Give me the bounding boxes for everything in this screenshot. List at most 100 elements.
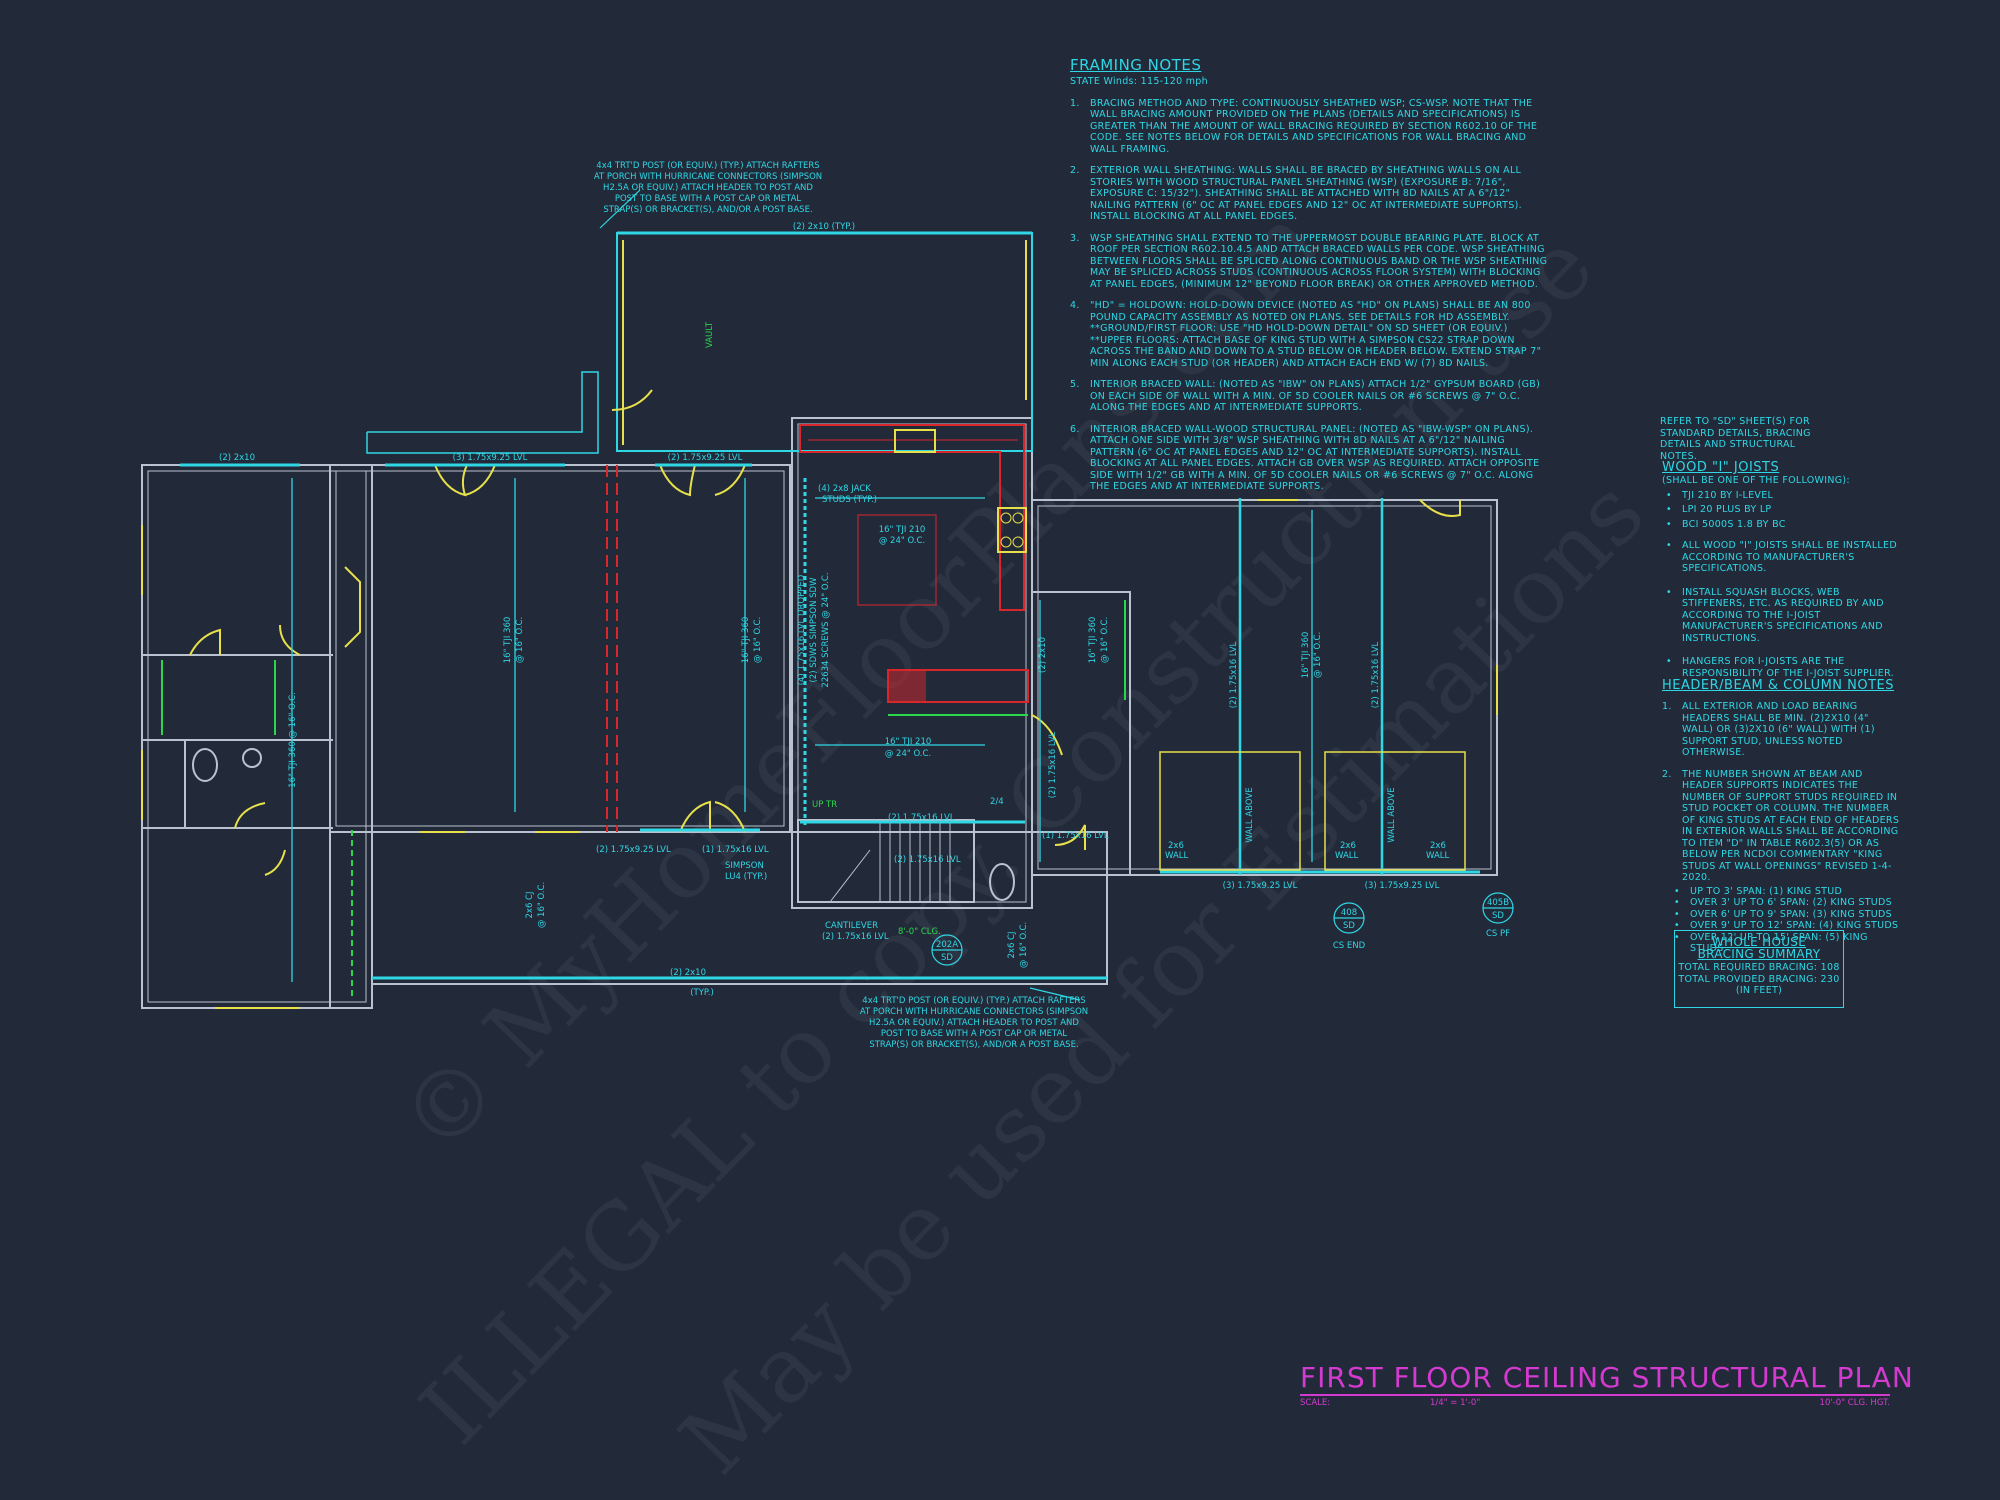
porch-post-note-top-4: POST TO BASE WITH A POST CAP OR METAL <box>615 194 802 204</box>
side-header-label: (2) 2x10 <box>1038 637 1048 673</box>
simpson-label-2: LU4 (TYP.) <box>725 872 767 882</box>
tji-living-label: 16" TJI 360 <box>503 617 513 664</box>
porch-post-note-bottom-5: STRAP(S) OR BRACKET(S), AND/OR A POST BA… <box>869 1040 1078 1050</box>
up-tr-label: UP TR <box>812 800 837 810</box>
lvl-label-2: (1) 1.75x16 LVL <box>702 845 769 855</box>
joist-note: HANGERS FOR I-JOISTS ARE THE RESPONSIBIL… <box>1662 656 1902 679</box>
porch-post-note-bottom-3: H2.5A OR EQUIV.) ATTACH HEADER TO POST A… <box>869 1018 1079 1028</box>
garage-beam-label-2: (2) 1.75x16 LVL <box>1371 641 1381 708</box>
bracing-unit: (IN FEET) <box>1735 985 1783 996</box>
cj-label-2: @ 16" O.C. <box>537 882 547 928</box>
header-label-dining: (2) 1.75x9.25 LVL <box>668 453 743 463</box>
tji-kitchen-label: 16" TJI 210 <box>879 525 926 535</box>
lvl-label-5: (1) 1.75x16 LVL <box>1042 831 1109 841</box>
lvl-label-3: (2) 1.75x16 LVL <box>888 813 955 823</box>
joist-type: TJI 210 BY I-LEVEL <box>1662 490 1902 502</box>
garage-header-label-2: (3) 1.75x9.25 LVL <box>1365 881 1440 891</box>
porch-post-note-top-5: STRAP(S) OR BRACKET(S), AND/OR A POST BA… <box>603 205 812 215</box>
cs-end-label: CS END <box>1333 941 1366 951</box>
header-label-left: (2) 2x10 <box>219 453 255 463</box>
framing-note: 2.EXTERIOR WALL SHEATHING: WALLS SHALL B… <box>1070 165 1522 222</box>
bracing-required: TOTAL REQUIRED BRACING: 108 <box>1678 962 1840 973</box>
jack-studs-label: (4) 2x8 JACK <box>818 484 871 494</box>
joist-note: ALL WOOD "I" JOISTS SHALL BE INSTALLED A… <box>1662 540 1902 575</box>
framing-note: 6.INTERIOR BRACED WALL-WOOD STRUCTURAL P… <box>1070 423 1540 493</box>
king-stud-item: OVER 12' UP TO 15' SPAN: (5) KING STUDS <box>1670 932 1902 955</box>
wood-joists-subtitle: (SHALL BE ONE OF THE FOLLOWING): <box>1662 475 1850 486</box>
header-notes-title: HEADER/BEAM & COLUMN NOTES <box>1662 678 1895 693</box>
tag-202a: 202A <box>936 940 958 950</box>
tji-dining-label: 16" TJI 360 <box>741 617 751 664</box>
framing-note: 1.BRACING METHOD AND TYPE: CONTINUOUSLY … <box>1070 97 1538 155</box>
header-note: 1.ALL EXTERIOR AND LOAD BEARING HEADERS … <box>1662 701 1875 758</box>
ceiling-8ft-label: 8'-0" CLG. <box>898 927 941 937</box>
wall-2x6-label-3: 2x6 <box>1430 841 1446 851</box>
garage-tji-label: 16" TJI 360 <box>1301 632 1311 679</box>
mud-tji-label: 16" TJI 360 <box>1088 617 1098 664</box>
bracing-summary-title-1: WHOLE HOUSE <box>1711 935 1807 949</box>
porch-post-note-top-1: 4x4 TRT'D POST (OR EQUIV.) (TYP.) ATTACH… <box>596 161 819 171</box>
simpson-label: SIMPSON <box>725 861 764 871</box>
tag-408-sd: SD <box>1343 921 1355 931</box>
cj-label-4: @ 16" O.C. <box>1019 922 1029 968</box>
bracing-provided: TOTAL PROVIDED BRACING: 230 <box>1678 973 1840 985</box>
porch-header-label: (2) 2x10 <box>670 968 706 978</box>
porch-post-note-top-3: H2.5A OR EQUIV.) ATTACH HEADER TO POST A… <box>603 183 813 193</box>
tji-hall-label: 16" TJI 210 <box>885 737 932 747</box>
joist-notes: ALL WOOD "I" JOISTS SHALL BE INSTALLED A… <box>1662 540 1902 679</box>
header-label-living: (3) 1.75x9.25 LVL <box>453 453 528 463</box>
tag-202a-sd: SD <box>941 953 953 963</box>
porch-post-note-bottom-4: POST TO BASE WITH A POST CAP OR METAL <box>881 1029 1068 1039</box>
num-24-label: 2/4 <box>990 797 1004 807</box>
joist-type: LPI 20 PLUS BY LP <box>1662 504 1902 516</box>
garage-beam-label-1: (2) 1.75x16 LVL <box>1229 641 1239 708</box>
lvl-label-4: (2) 1.75x16 LVL <box>894 855 961 865</box>
drawing-title: FIRST FLOOR CEILING STRUCTURAL PLAN <box>1300 1361 1914 1396</box>
garage-header-label-1: (3) 1.75x9.25 LVL <box>1223 881 1298 891</box>
framing-notes-subtitle: STATE Winds: 115-120 mph <box>1070 76 1208 87</box>
tag-405b-sd: SD <box>1492 911 1504 921</box>
tji-hall-label-2: @ 24" O.C. <box>885 749 931 759</box>
scale-label: SCALE: <box>1300 1398 1331 1408</box>
header-notes-list: 1.ALL EXTERIOR AND LOAD BEARING HEADERS … <box>1662 701 1902 884</box>
scale-value: 1/4" = 1'-0" <box>1430 1398 1481 1408</box>
main-body-wall <box>329 464 791 833</box>
wall-2x6-label-2: 2x6 <box>1340 841 1356 851</box>
joist-type: BCI 5000s 1.8 BY BC <box>1662 519 1902 531</box>
tji-living-label-2: @ 16" O.C. <box>515 617 525 663</box>
king-stud-item: OVER 3' UP TO 6' SPAN: (2) KING STUDS <box>1670 897 1902 909</box>
bracing-summary-title-2: BRACING SUMMARY <box>1697 946 1821 961</box>
tji-kitchen-label-2: @ 24" O.C. <box>879 536 925 546</box>
wood-joists-title: WOOD "I" JOISTS <box>1662 460 1780 475</box>
tag-408: 408 <box>1341 908 1357 918</box>
vault-label: VAULT <box>705 321 715 348</box>
cantilever-label-2: (2) 1.75x16 LVL <box>822 932 889 942</box>
ceiling-height: 10'-0" CLG. HGT. <box>1819 1398 1890 1408</box>
mud-tji-label-2: @ 16" O.C. <box>1100 617 1110 663</box>
porch-post-note-bottom-1: 4x4 TRT'D POST (OR EQUIV.) (TYP.) ATTACH… <box>862 996 1085 1006</box>
king-stud-list: UP TO 3' SPAN: (1) KING STUD OVER 3' UP … <box>1670 886 1902 955</box>
jack-studs-label-2: STUDS (TYP.) <box>822 495 877 505</box>
lvl-label-1: (2) 1.75x9.25 LVL <box>596 845 671 855</box>
tji-bed-label: 16" TJI 360 @ 16" O.C. <box>288 692 298 788</box>
cs-pf-label: CS PF <box>1486 929 1510 939</box>
tag-405b: 405B <box>1487 898 1509 908</box>
wall-label-1: WALL <box>1165 851 1188 861</box>
beam-dropped-label: (4) 1.75x16 LVL DROPPED <box>797 574 807 685</box>
side-lvl-label: (2) 1.75x16 LVL <box>1048 731 1058 798</box>
wood-joists-notes: WOOD "I" JOISTS (SHALL BE ONE OF THE FOL… <box>1662 460 1902 682</box>
wall-above-label-1: WALL ABOVE <box>1245 787 1255 842</box>
wall-label-2: WALL <box>1335 851 1358 861</box>
garage-wall <box>1031 499 1498 876</box>
framing-note: 3.WSP SHEATHING SHALL EXTEND TO THE UPPE… <box>1070 232 1548 290</box>
cj-label: 2x6 CJ <box>525 892 535 919</box>
garage-tji-label-2: @ 16" O.C. <box>1313 632 1323 678</box>
joist-note: INSTALL SQUASH BLOCKS, WEB STIFFENERS, E… <box>1662 587 1902 645</box>
framing-notes: FRAMING NOTES STATE Winds: 115-120 mph 1… <box>1070 56 1550 503</box>
porch-post-note-top-2: AT PORCH WITH HURRICANE CONNECTORS (SIMP… <box>594 172 822 182</box>
framing-note: 4."HD" = HOLDOWN: HOLD-DOWN DEVICE (NOTE… <box>1070 300 1542 369</box>
king-stud-item: UP TO 3' SPAN: (1) KING STUD <box>1670 886 1902 898</box>
wall-2x6-label-1: 2x6 <box>1168 841 1184 851</box>
framing-notes-list: 1.BRACING METHOD AND TYPE: CONTINUOUSLY … <box>1070 98 1550 493</box>
